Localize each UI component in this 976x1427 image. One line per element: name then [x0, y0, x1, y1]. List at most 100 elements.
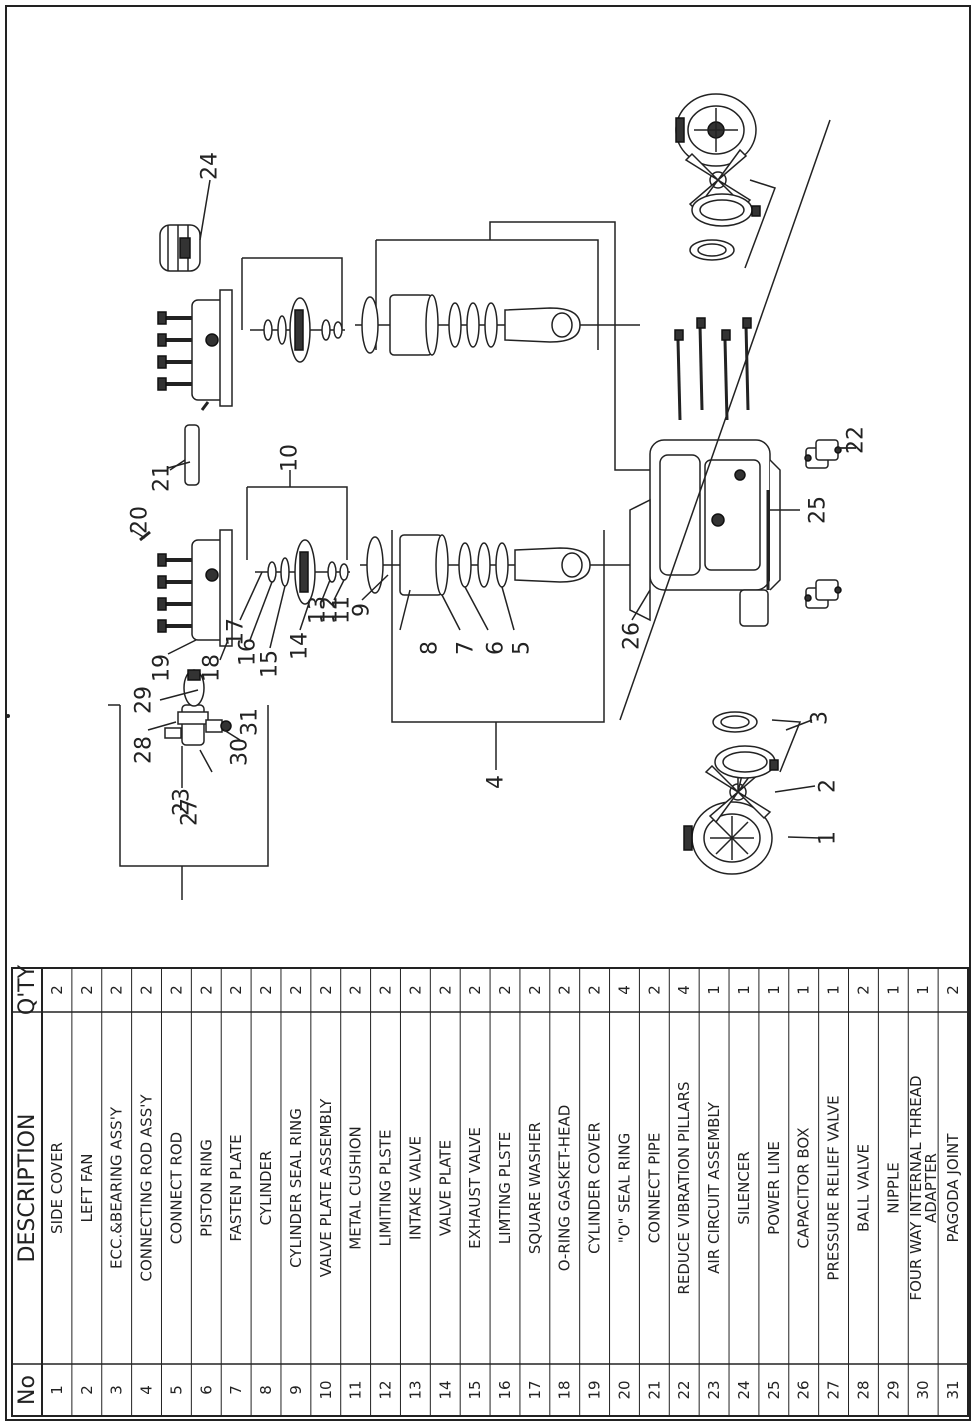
row-qty: 1 — [914, 985, 932, 995]
table-row: 6 PISTON RING 2 — [197, 985, 215, 1395]
row-qty: 2 — [526, 985, 544, 995]
callout-23: 23 — [170, 788, 195, 816]
row-number: 21 — [645, 1380, 663, 1399]
table-row: 7 FASTEN PLATE 2 — [227, 985, 245, 1395]
row-number: 13 — [406, 1380, 424, 1399]
row-description: PRESSURE RELIEF VALVE — [825, 1095, 843, 1280]
valve-plate-stack-left — [255, 539, 350, 605]
callout-18: 18 — [200, 654, 225, 682]
drawing-border — [5, 5, 971, 1421]
row-description: CONNECTING ROD ASS'Y — [138, 1094, 156, 1282]
callout-28: 28 — [132, 736, 157, 764]
row-description: PAGODA JOINT — [944, 1133, 962, 1243]
row-description: CAPACITOR BOX — [795, 1127, 813, 1248]
row-description: "O" SEAL RING — [615, 1133, 633, 1243]
row-number: 26 — [795, 1380, 813, 1399]
callout-1: 1 — [816, 831, 841, 845]
row-description: LIMTING PLSTE — [496, 1132, 514, 1245]
row-qty: 2 — [645, 985, 663, 995]
row-number: 19 — [586, 1380, 604, 1399]
tie-bolts — [674, 317, 752, 421]
row-number: 12 — [377, 1380, 395, 1399]
air-circuit-assembly — [164, 669, 232, 773]
row-qty: 2 — [377, 985, 395, 995]
row-qty: 2 — [406, 985, 424, 995]
connecting-rod-assembly-left — [360, 534, 640, 596]
cylinder-cover-left — [157, 529, 233, 647]
table-row: 31 PAGODA JOINT 2 — [944, 985, 962, 1399]
callout-11: 11 — [330, 596, 355, 624]
row-description: POWER LINE — [765, 1141, 783, 1235]
row-qty: 1 — [735, 985, 753, 995]
row-qty: 2 — [197, 985, 215, 995]
cylinder-cover-right — [157, 289, 233, 407]
row-qty: 2 — [466, 985, 484, 995]
row-qty: 4 — [675, 985, 693, 995]
row-number: 14 — [436, 1380, 454, 1399]
row-number: 10 — [317, 1380, 335, 1399]
valve-plate-stack-right — [250, 297, 345, 363]
table-row: 16 LIMTING PLSTE 2 — [496, 985, 514, 1399]
compressor-exploded-view: 1234567891011121314151617191820212223242… — [6, 93, 869, 900]
header-description: DESCRIPTION — [15, 1114, 40, 1263]
eccentric-bearing-left — [712, 711, 802, 779]
vibration-pillars-left — [804, 579, 842, 609]
callout-30: 30 — [228, 738, 253, 766]
callout-20: 20 — [128, 506, 153, 534]
eccentric-bearing-right — [689, 179, 776, 269]
vibration-pillars-right — [804, 439, 856, 469]
row-number: 11 — [347, 1380, 365, 1399]
callout-16: 16 — [236, 638, 261, 666]
row-number: 28 — [854, 1380, 872, 1399]
callout-6: 6 — [484, 641, 509, 655]
row-description: PISTON RING — [197, 1139, 215, 1237]
row-qty: 2 — [227, 985, 245, 995]
row-qty: 1 — [795, 985, 813, 995]
row-qty: 2 — [944, 985, 962, 995]
row-qty: 2 — [257, 985, 275, 995]
row-qty: 2 — [436, 985, 454, 995]
row-description: SIDE COVER — [48, 1142, 66, 1234]
row-description: VALVE PLATE — [436, 1140, 454, 1236]
leader-lines — [131, 447, 856, 839]
row-description: ECC.&BEARING ASS'Y — [108, 1106, 126, 1269]
row-qty: 2 — [167, 985, 185, 995]
row-number: 7 — [227, 1385, 245, 1395]
callout-13: 13 — [306, 596, 331, 624]
row-description: O-RING GASKET-HEAD — [556, 1105, 574, 1272]
row-number: 23 — [705, 1380, 723, 1399]
row-number: 20 — [615, 1380, 633, 1399]
callout-5: 5 — [510, 641, 535, 655]
row-description: FASTEN PLATE — [227, 1134, 245, 1241]
row-number: 31 — [944, 1380, 962, 1399]
row-description: AIR CIRCUIT ASSEMBLY — [705, 1101, 723, 1274]
row-number: 8 — [257, 1385, 275, 1395]
callout-4: 4 — [484, 775, 509, 789]
row-description: CONNECT PIPE — [645, 1133, 663, 1244]
row-qty: 2 — [48, 985, 66, 995]
row-qty: 2 — [108, 985, 126, 995]
callout-21: 21 — [150, 464, 175, 492]
row-number: 6 — [197, 1385, 215, 1395]
row-number: 16 — [496, 1380, 514, 1399]
row-number: 29 — [884, 1380, 902, 1399]
row-qty: 2 — [496, 985, 514, 995]
callout-2: 2 — [816, 779, 841, 793]
callout-14: 14 — [288, 632, 313, 660]
row-qty: 2 — [78, 985, 96, 995]
row-description: CYLINDER — [257, 1151, 275, 1226]
table-row: 26 CAPACITOR BOX 1 — [795, 985, 813, 1399]
header-no: No — [15, 1375, 40, 1405]
row-description: SILENCER — [735, 1151, 753, 1224]
side-cover-left — [683, 801, 773, 875]
